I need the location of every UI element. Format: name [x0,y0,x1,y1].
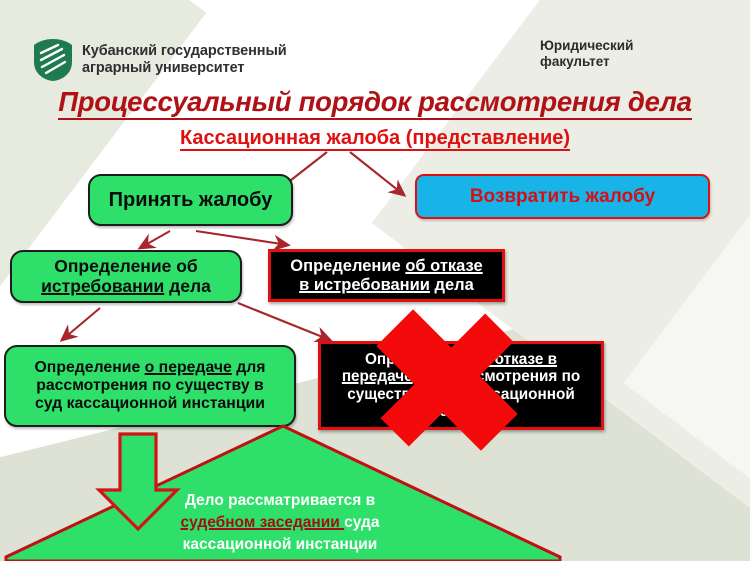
node-transfer-line1-tail: для [231,359,266,377]
leaf-shield-icon [34,39,72,81]
node-refuse-request-line2-underlined: в истребовании [299,275,430,294]
node-transfer-line2: рассмотрения по существу в [36,377,264,395]
node-hearing-line2-highlight: судебном заседании [180,514,345,531]
arrow-request-to-refuse-transfer [237,302,333,343]
slide-subtitle: Кассационная жалоба (представление) [0,127,750,151]
page-title-text: Процессуальный порядок рассмотрения дела [58,86,692,120]
node-refuse-transfer-line2-underlined: передаче [341,368,413,386]
node-request-case-ruling[interactable]: Определение об истребовании дела [10,250,242,303]
arrow-accept-to-request [137,230,171,250]
node-transfer-line3: суд кассационной инстанции [35,394,265,412]
arrow-request-to-transfer [59,307,101,342]
node-hearing-line1: Дело рассматривается в [184,492,376,509]
slide-header: Кубанский государственный аграрный униве… [0,0,750,92]
node-transfer-for-review-ruling[interactable]: Определение о передаче для рассмотрения … [4,345,296,427]
faculty-label: Юридический факультет [540,38,634,70]
node-transfer-line1-plain: Определение [34,359,145,377]
node-hearing-shape[interactable] [0,424,750,561]
down-block-arrow-icon [95,432,181,532]
page-title: Процессуальный порядок рассмотрения дела [0,86,750,120]
node-refuse-request-line1-plain: Определение [290,257,406,276]
node-refuse-request-line1-underlined: об отказе [405,257,483,276]
arrow-subtitle-to-return [349,151,407,197]
node-return-complaint[interactable]: Возвратить жалобу [415,174,710,219]
node-hearing-line3: кассационной инстанции [182,536,378,553]
node-accept-complaint[interactable]: Принять жалобу [88,174,293,226]
node-request-case-line2-plain: дела [164,275,211,296]
node-hearing-label: Дело рассматривается в судебном заседани… [110,490,450,556]
node-return-complaint-label: Возвратить жалобу [469,185,656,207]
node-transfer-line1-underlined: о передаче [144,359,232,377]
node-request-case-line1: Определение об [54,255,198,276]
arrow-accept-to-refuse-request [195,229,291,251]
red-x-cross-icon [376,309,518,451]
node-request-case-line2-underlined: истребовании [41,275,165,296]
university-name: Кубанский государственный аграрный униве… [82,42,287,76]
university-logo: Кубанский государственный аграрный униве… [33,38,287,82]
node-accept-complaint-label: Принять жалобу [108,188,273,211]
node-refuse-request-ruling[interactable]: Определение об отказе в истребовании дел… [268,249,505,302]
node-refuse-request-line2-plain: дела [429,275,474,294]
node-hearing-line2-tail: суда [344,514,380,531]
slide-subtitle-text: Кассационная жалоба (представление) [179,127,571,151]
